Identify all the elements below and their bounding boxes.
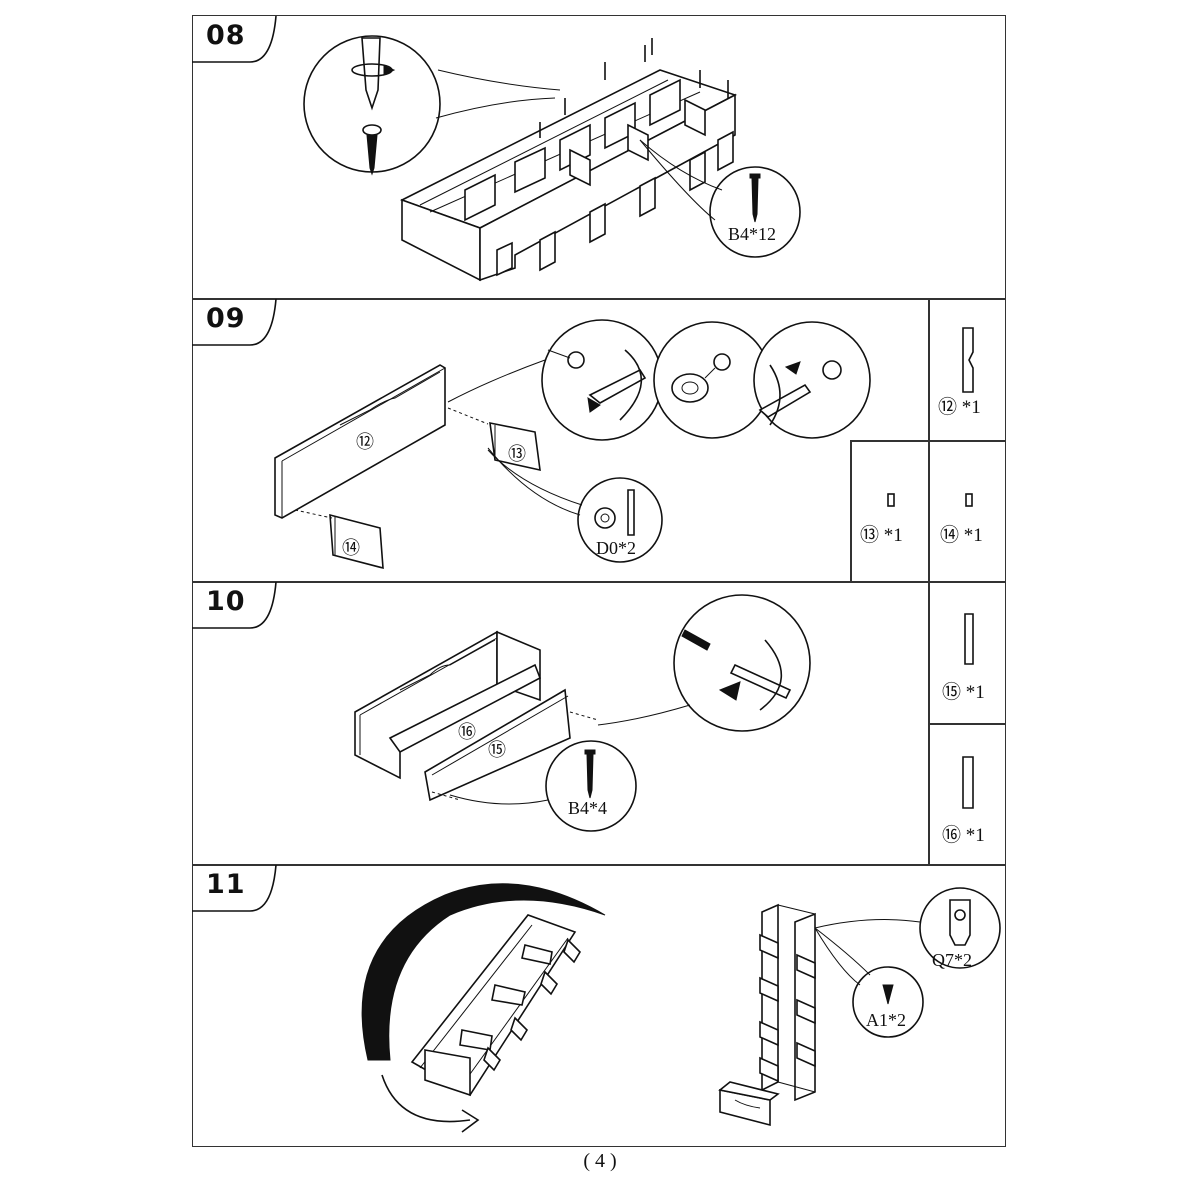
step-10-drawing [354,594,974,832]
part-14-id: ⑭ [940,525,960,546]
divider-08-09 [192,298,1006,300]
divider-09-10 [192,581,1006,583]
part-13-qty: *1 [883,525,903,546]
step-11-drawing [361,883,1001,1133]
rotate-arrow-icon [718,681,741,701]
cam-lock-icon [671,373,709,403]
nail-icon [749,173,761,179]
part-14-qty: *1 [963,525,983,546]
fastener-label-d0x2: D0*2 [596,538,636,558]
fastener-label-b4x12: B4*12 [728,224,777,244]
part-16: ⑯ *1 [942,820,985,847]
step-09-tab: 09 [192,299,282,349]
part-12: ⑫ *1 [938,392,981,419]
step-08-tab: 08 [192,16,282,66]
part-12-qty: *1 [961,397,981,418]
dowel-icon [627,489,635,536]
rotate-arrow-icon [587,397,601,413]
panel-label-13: ⑬ [508,444,526,464]
screwdriver-icon [588,368,647,404]
cam-lock-icon [594,507,616,529]
screwdriver-icon [361,37,381,111]
panel-label-12: ⑫ [356,432,374,452]
part-15: ⑮ *1 [942,677,985,704]
screw-icon [882,984,894,1005]
rotate-arrow-icon [361,883,606,1061]
parts-column-09b [850,440,852,581]
panel-label-16: ⑯ [458,722,476,742]
part-13: ⑬ *1 [860,520,903,547]
step-08-shelf-drawing [303,35,801,282]
part-16-qty: *1 [965,825,985,846]
part-16-id: ⑯ [942,825,962,846]
screwdriver-icon [729,663,792,700]
step-08-number: 08 [206,20,246,51]
nail-icon [584,749,596,755]
panel-label-15: ⑮ [488,740,506,760]
step-11-tab: 11 [192,865,282,915]
screw-icon [681,629,711,651]
panel-label-14: ⑭ [342,538,360,558]
step-09-drawing [274,319,974,570]
part-15-id: ⑮ [942,682,962,703]
step-09-number: 09 [206,303,246,334]
part-12-id: ⑫ [938,397,958,418]
divider-10-11 [192,864,1006,866]
step-10-tab: 10 [192,582,282,632]
step-10-number: 10 [206,586,246,617]
parts-divider-10 [928,723,1006,725]
part-15-qty: *1 [965,682,985,703]
page-number: ( 4 ) [583,1150,617,1172]
step-11-number: 11 [206,869,246,900]
fastener-label-a1x2: A1*2 [866,1010,906,1030]
screw-icon [366,134,378,176]
parts-divider-09 [850,440,1006,442]
parts-column-09 [928,298,930,581]
fastener-label-q7x2: Q7*2 [932,950,972,970]
parts-column-10 [928,581,930,864]
fastener-label-b4x4: B4*4 [568,798,608,818]
part-14: ⑭ *1 [940,520,983,547]
part-13-id: ⑬ [860,525,880,546]
wall-bracket-icon [949,899,971,946]
